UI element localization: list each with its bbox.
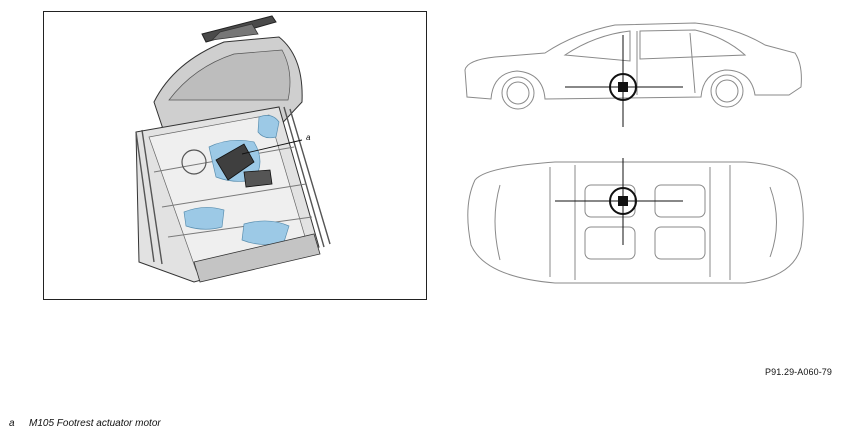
legend-text: M105 Footrest actuator motor bbox=[29, 418, 161, 429]
vehicle-top-view bbox=[467, 161, 804, 284]
legend-key: a bbox=[9, 418, 15, 429]
seat-frame-drawing bbox=[135, 15, 331, 283]
vehicle-side-view bbox=[464, 22, 802, 110]
vehicle-location-views bbox=[464, 22, 804, 284]
figure-reference-code: P91.29-A060-79 bbox=[765, 367, 832, 377]
callout-label-a: a bbox=[306, 133, 311, 142]
legend: a M105 Footrest actuator motor bbox=[9, 418, 161, 429]
seat-illustration-panel: a bbox=[43, 11, 427, 300]
side-view-location-marker bbox=[565, 35, 683, 127]
top-view-location-marker bbox=[555, 158, 683, 245]
